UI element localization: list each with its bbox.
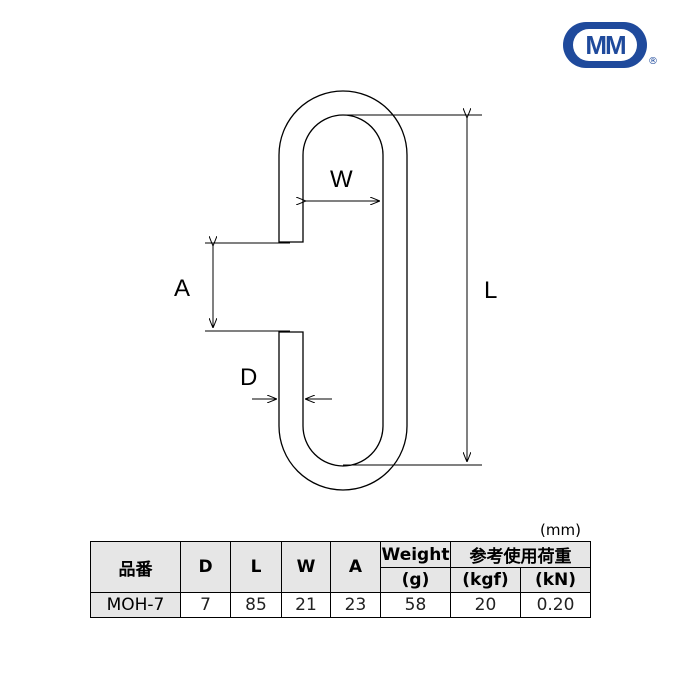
header-weight-unit: (g) — [380, 567, 451, 593]
header-A: A — [330, 541, 381, 593]
label-L: L — [484, 277, 498, 304]
cell-kgf: 20 — [450, 592, 521, 618]
hook-outline — [278, 90, 408, 491]
cell-L: 85 — [230, 592, 282, 618]
label-A: A — [174, 275, 191, 302]
cell-D: 7 — [180, 592, 231, 618]
cell-kn: 0.20 — [520, 592, 591, 618]
cell-weight: 58 — [380, 592, 451, 618]
header-D: D — [180, 541, 231, 593]
brand-logo: MM — [563, 22, 647, 68]
label-W: W — [330, 166, 353, 193]
header-L: L — [230, 541, 282, 593]
label-D: D — [240, 364, 258, 391]
cell-part-no: MOH-7 — [90, 592, 181, 618]
header-part-no: 品番 — [90, 541, 181, 593]
unit-label: (mm) — [540, 521, 581, 539]
table-row: MOH-7 7 85 21 23 58 20 0.20 — [90, 592, 591, 618]
header-load: 参考使用荷重 — [450, 541, 591, 568]
header-kgf: (kgf) — [450, 567, 521, 593]
cell-A: 23 — [330, 592, 381, 618]
spec-table: 品番 D L W A Weight 参考使用荷重 (g) (kgf) (kN) … — [90, 541, 591, 618]
header-weight: Weight — [380, 541, 451, 568]
header-W: W — [281, 541, 331, 593]
cell-W: 21 — [281, 592, 331, 618]
header-kn: (kN) — [520, 567, 591, 593]
registered-mark: ® — [648, 56, 658, 67]
